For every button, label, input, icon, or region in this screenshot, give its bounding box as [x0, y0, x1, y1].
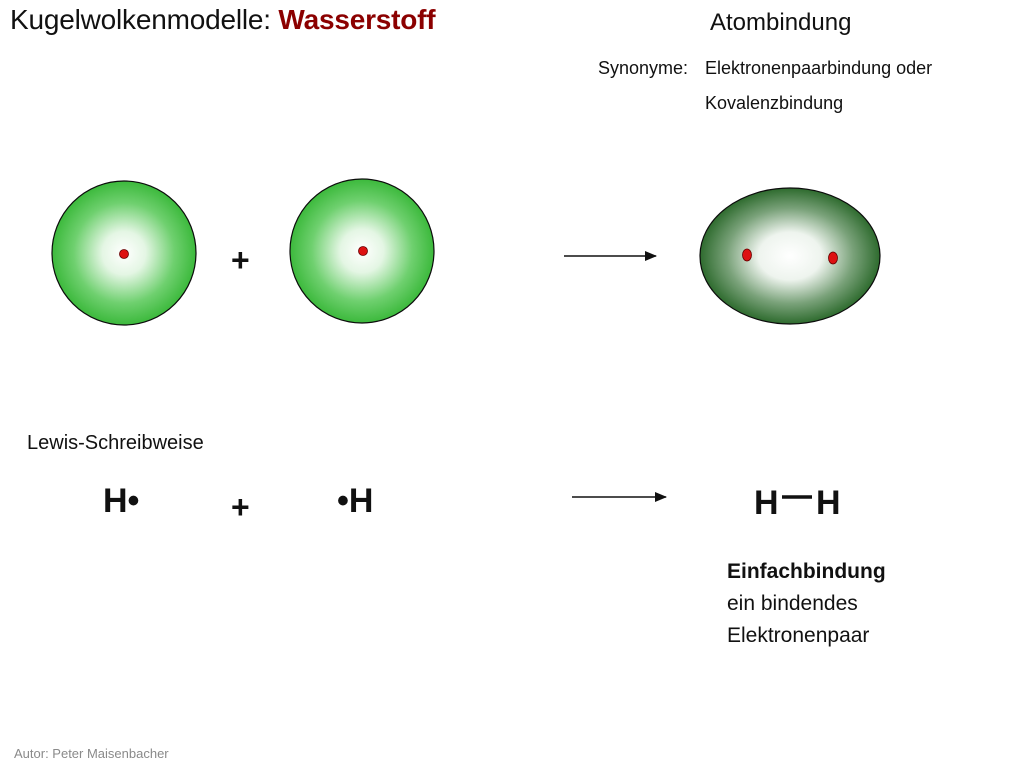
plus-sign-bottom: +: [231, 489, 250, 525]
bond-description-line-2: Elektronenpaar: [727, 624, 870, 647]
title-highlight: Wasserstoff: [278, 4, 436, 35]
nucleus-left: [119, 249, 129, 259]
synonym-line-2: Kovalenzbindung: [705, 93, 844, 113]
lewis-hydrogen-left: H•: [103, 482, 140, 520]
lewis-caption: Lewis-Schreibweise: [27, 432, 204, 454]
synonyms-label: Synonyme:: [598, 58, 689, 78]
synonym-line-1: Elektronenpaarbindung oder: [705, 58, 933, 78]
page-title: Kugelwolkenmodelle: Wasserstoff: [10, 3, 436, 37]
lewis-product-right: H: [816, 484, 841, 522]
bond-description-title: Einfachbindung: [727, 560, 886, 583]
hydrogen-molecule: [699, 187, 881, 325]
title-main: Kugelwolkenmodelle:: [10, 4, 271, 35]
author-credit: Autor: Peter Maisenbacher: [14, 746, 169, 761]
lewis-hydrogen-right: •H: [337, 482, 374, 520]
lewis-product-left: H: [754, 484, 779, 522]
bond-description-line-1: ein bindendes: [727, 592, 858, 615]
nucleus-molecule-right: [828, 251, 838, 265]
nucleus-molecule-left: [742, 248, 752, 262]
plus-sign-top: +: [231, 242, 250, 278]
nucleus-right: [358, 246, 368, 256]
bond-type-heading: Atombindung: [710, 9, 852, 36]
